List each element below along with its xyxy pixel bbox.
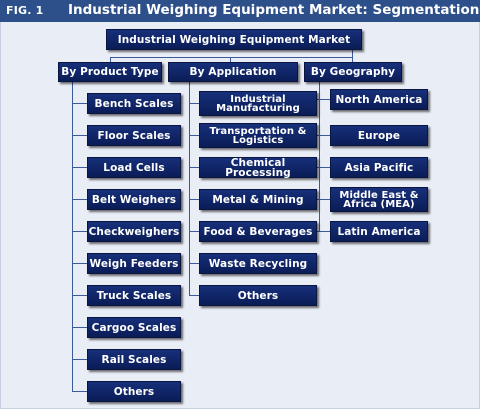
application-node: Others (199, 285, 317, 306)
application-node: Transportation & Logistics (199, 123, 317, 148)
figure-title: Industrial Weighing Equipment Market: Se… (68, 2, 480, 18)
geography-node: Middle East & Africa (MEA) (330, 187, 428, 212)
connector-product-branch (72, 263, 87, 264)
connector-application-branch (189, 199, 199, 200)
product-type-node: Belt Weighers (87, 189, 181, 210)
diagram-canvas (0, 22, 480, 409)
connector-product-branch (72, 167, 87, 168)
product-type-node: Truck Scales (87, 285, 181, 306)
application-node: Industrial Manufacturing (199, 91, 317, 116)
connector-geography-branch (316, 167, 330, 168)
connector-application-branch (189, 103, 199, 104)
figure-label: FIG. 1 (6, 4, 44, 17)
connector-product-branch (72, 391, 87, 392)
geography-node: North America (330, 89, 428, 110)
product-type-node: Others (87, 381, 181, 402)
geography-node: Latin America (330, 221, 428, 242)
connector-application-branch (189, 295, 199, 296)
connector-geography-branch (316, 99, 330, 100)
category-application: By Application (168, 62, 298, 82)
connector-product-branch (72, 231, 87, 232)
category-geography: By Geography (304, 62, 402, 82)
connector-root-to-geography (352, 50, 353, 63)
connector-application-branch (189, 167, 199, 168)
product-type-node: Rail Scales (87, 349, 181, 370)
product-type-node: Checkweighers (87, 221, 181, 242)
connector-product-branch (72, 359, 87, 360)
connector-category-bar (110, 57, 353, 58)
connector-product-branch (72, 295, 87, 296)
application-node: Chemical Processing (199, 157, 317, 178)
connector-application-trunk (189, 82, 190, 296)
category-product-type: By Product Type (58, 62, 162, 82)
geography-node: Asia Pacific (330, 157, 428, 178)
connector-geography-branch (316, 135, 330, 136)
connector-product-branch (72, 103, 87, 104)
connector-to-application (230, 57, 231, 63)
root-node: Industrial Weighing Equipment Market (106, 29, 362, 50)
product-type-node: Floor Scales (87, 125, 181, 146)
connector-application-branch (189, 135, 199, 136)
application-node: Food & Beverages (199, 221, 317, 242)
connector-product-branch (72, 199, 87, 200)
product-type-node: Load Cells (87, 157, 181, 178)
connector-geography-trunk (319, 82, 320, 232)
connector-product-branch (72, 135, 87, 136)
product-type-node: Weigh Feeders (87, 253, 181, 274)
connector-product-trunk (72, 82, 73, 392)
connector-geography-branch (316, 199, 330, 200)
product-type-node: Cargoo Scales (87, 317, 181, 338)
geography-node: Europe (330, 125, 428, 146)
connector-to-product-type (110, 57, 111, 63)
connector-geography-branch (316, 231, 330, 232)
connector-application-branch (189, 231, 199, 232)
connector-product-branch (72, 327, 87, 328)
application-node: Metal & Mining (199, 189, 317, 210)
product-type-node: Bench Scales (87, 93, 181, 114)
figure-header: FIG. 1 Industrial Weighing Equipment Mar… (0, 0, 480, 22)
connector-application-branch (189, 263, 199, 264)
application-node: Waste Recycling (199, 253, 317, 274)
